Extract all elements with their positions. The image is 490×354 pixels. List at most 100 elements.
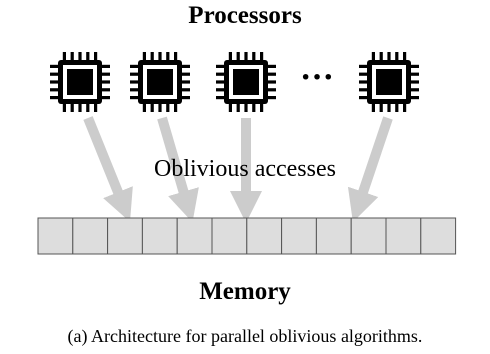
access-arrow-1	[83, 116, 133, 222]
chip-pin	[244, 52, 248, 60]
access-arrow-2	[157, 116, 199, 223]
chip-pin	[216, 64, 224, 68]
chip-pin	[252, 104, 256, 112]
cpu-chip-icon	[359, 52, 419, 112]
chip-pin	[182, 88, 190, 92]
chip-pin	[403, 104, 407, 112]
chip-pin	[94, 104, 98, 112]
chip-pin	[50, 80, 58, 84]
chip-pin	[268, 64, 276, 68]
chip-pin	[244, 104, 248, 112]
access-arrow-4	[347, 116, 393, 223]
chip-pin	[411, 64, 419, 68]
chip-pin	[236, 52, 240, 60]
chip-pin	[70, 104, 74, 112]
chip-pin	[166, 52, 170, 60]
chip-pin	[359, 64, 367, 68]
oblivious-accesses-label: Oblivious accesses	[154, 156, 336, 182]
chip-pin	[268, 72, 276, 76]
chip-pin	[86, 52, 90, 60]
cpu-chip-icon	[130, 52, 190, 112]
chip-pin	[216, 80, 224, 84]
chip-pin	[411, 72, 419, 76]
memory-cell	[246, 217, 283, 255]
access-arrows	[83, 116, 393, 223]
chip-pin	[150, 104, 154, 112]
memory-cell	[385, 217, 422, 255]
memory-cell	[37, 217, 74, 255]
chip-pin	[236, 104, 240, 112]
chip-pin	[102, 88, 110, 92]
chip-pin	[142, 52, 146, 60]
cpu-chip-icon	[216, 52, 276, 112]
chip-pin	[371, 104, 375, 112]
chip-pin	[182, 96, 190, 100]
chip-core	[376, 69, 402, 95]
chip-pin	[142, 104, 146, 112]
chip-pin	[94, 52, 98, 60]
chip-pin	[216, 72, 224, 76]
chip-pin	[158, 104, 162, 112]
chip-pin	[228, 104, 232, 112]
chip-pin	[411, 80, 419, 84]
chip-pin	[403, 52, 407, 60]
memory-cell	[350, 217, 387, 255]
chip-pin	[387, 52, 391, 60]
chip-pin	[102, 80, 110, 84]
chip-pin	[130, 64, 138, 68]
chip-pin	[50, 96, 58, 100]
chip-pin	[102, 96, 110, 100]
chip-pin	[260, 104, 264, 112]
chip-pin	[395, 52, 399, 60]
chip-core	[147, 69, 173, 95]
chip-pin	[50, 88, 58, 92]
chip-pin	[166, 104, 170, 112]
chip-pin	[102, 72, 110, 76]
chip-pin	[379, 52, 383, 60]
chip-pin	[158, 52, 162, 60]
memory-title: Memory	[199, 278, 291, 305]
chip-pin	[130, 88, 138, 92]
chip-pin	[130, 80, 138, 84]
chip-pin	[150, 52, 154, 60]
chip-pin	[130, 72, 138, 76]
chip-pin	[130, 96, 138, 100]
chip-core	[67, 69, 93, 95]
chip-pin	[252, 52, 256, 60]
chip-pin	[268, 80, 276, 84]
chip-pin	[359, 80, 367, 84]
chip-pin	[379, 104, 383, 112]
chip-pin	[182, 64, 190, 68]
chip-pin	[411, 96, 419, 100]
memory-cell	[211, 217, 248, 255]
chip-pin	[50, 64, 58, 68]
chip-pin	[359, 88, 367, 92]
ellipsis: ···	[300, 59, 334, 96]
chip-pin	[387, 104, 391, 112]
chip-pin	[102, 64, 110, 68]
chip-pin	[216, 96, 224, 100]
chip-pin	[62, 52, 66, 60]
chip-pin	[268, 88, 276, 92]
chip-pin	[174, 104, 178, 112]
chip-pin	[260, 52, 264, 60]
chip-pin	[78, 104, 82, 112]
chip-pin	[174, 52, 178, 60]
memory-cell	[107, 217, 143, 255]
chip-pin	[228, 52, 232, 60]
chip-pin	[359, 72, 367, 76]
memory-cell	[176, 217, 213, 255]
processors-title: Processors	[188, 2, 302, 29]
chip-pin	[62, 104, 66, 112]
chip-pin	[78, 52, 82, 60]
memory-cell	[281, 217, 317, 255]
cpu-chip-icon	[50, 52, 110, 112]
chip-pin	[182, 72, 190, 76]
chip-core	[233, 69, 259, 95]
chip-pin	[395, 104, 399, 112]
chip-pin	[182, 80, 190, 84]
chip-pin	[359, 96, 367, 100]
chip-pin	[371, 52, 375, 60]
